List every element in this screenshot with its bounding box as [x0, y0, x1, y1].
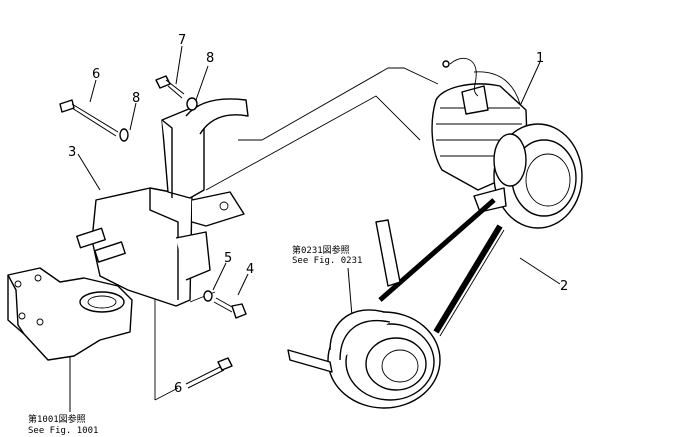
- drive-belt: [378, 198, 505, 337]
- callout-3: 3: [68, 145, 76, 160]
- callout-6-bottom: 6: [174, 381, 182, 396]
- callout-2: 2: [560, 279, 568, 294]
- mounting-foot: [7, 267, 133, 361]
- callout-8-right: 8: [206, 51, 214, 66]
- callout-6-top: 6: [92, 67, 100, 82]
- ref-fig-0231-en: See Fig. 0231: [292, 256, 362, 266]
- fasteners: [59, 75, 247, 389]
- figure-references: 第0231図参照 See Fig. 0231 第1001図参照 See Fig.…: [28, 244, 362, 436]
- ref-fig-1001-en: See Fig. 1001: [28, 426, 98, 436]
- callout-1: 1: [536, 51, 544, 66]
- callout-4: 4: [246, 262, 254, 277]
- callout-labels: 1 2 3 4 5 6 6 7 8 8: [68, 33, 568, 396]
- callout-7: 7: [178, 33, 186, 48]
- bracket-assembly: [76, 98, 249, 307]
- callout-8-left: 8: [132, 91, 140, 106]
- callout-5: 5: [224, 251, 232, 266]
- compressor-unit: [431, 57, 583, 229]
- ref-fig-0231-jp: 第0231図参照: [292, 244, 350, 256]
- crank-pulley: [287, 219, 441, 409]
- ref-fig-1001-jp: 第1001図参照: [28, 413, 86, 425]
